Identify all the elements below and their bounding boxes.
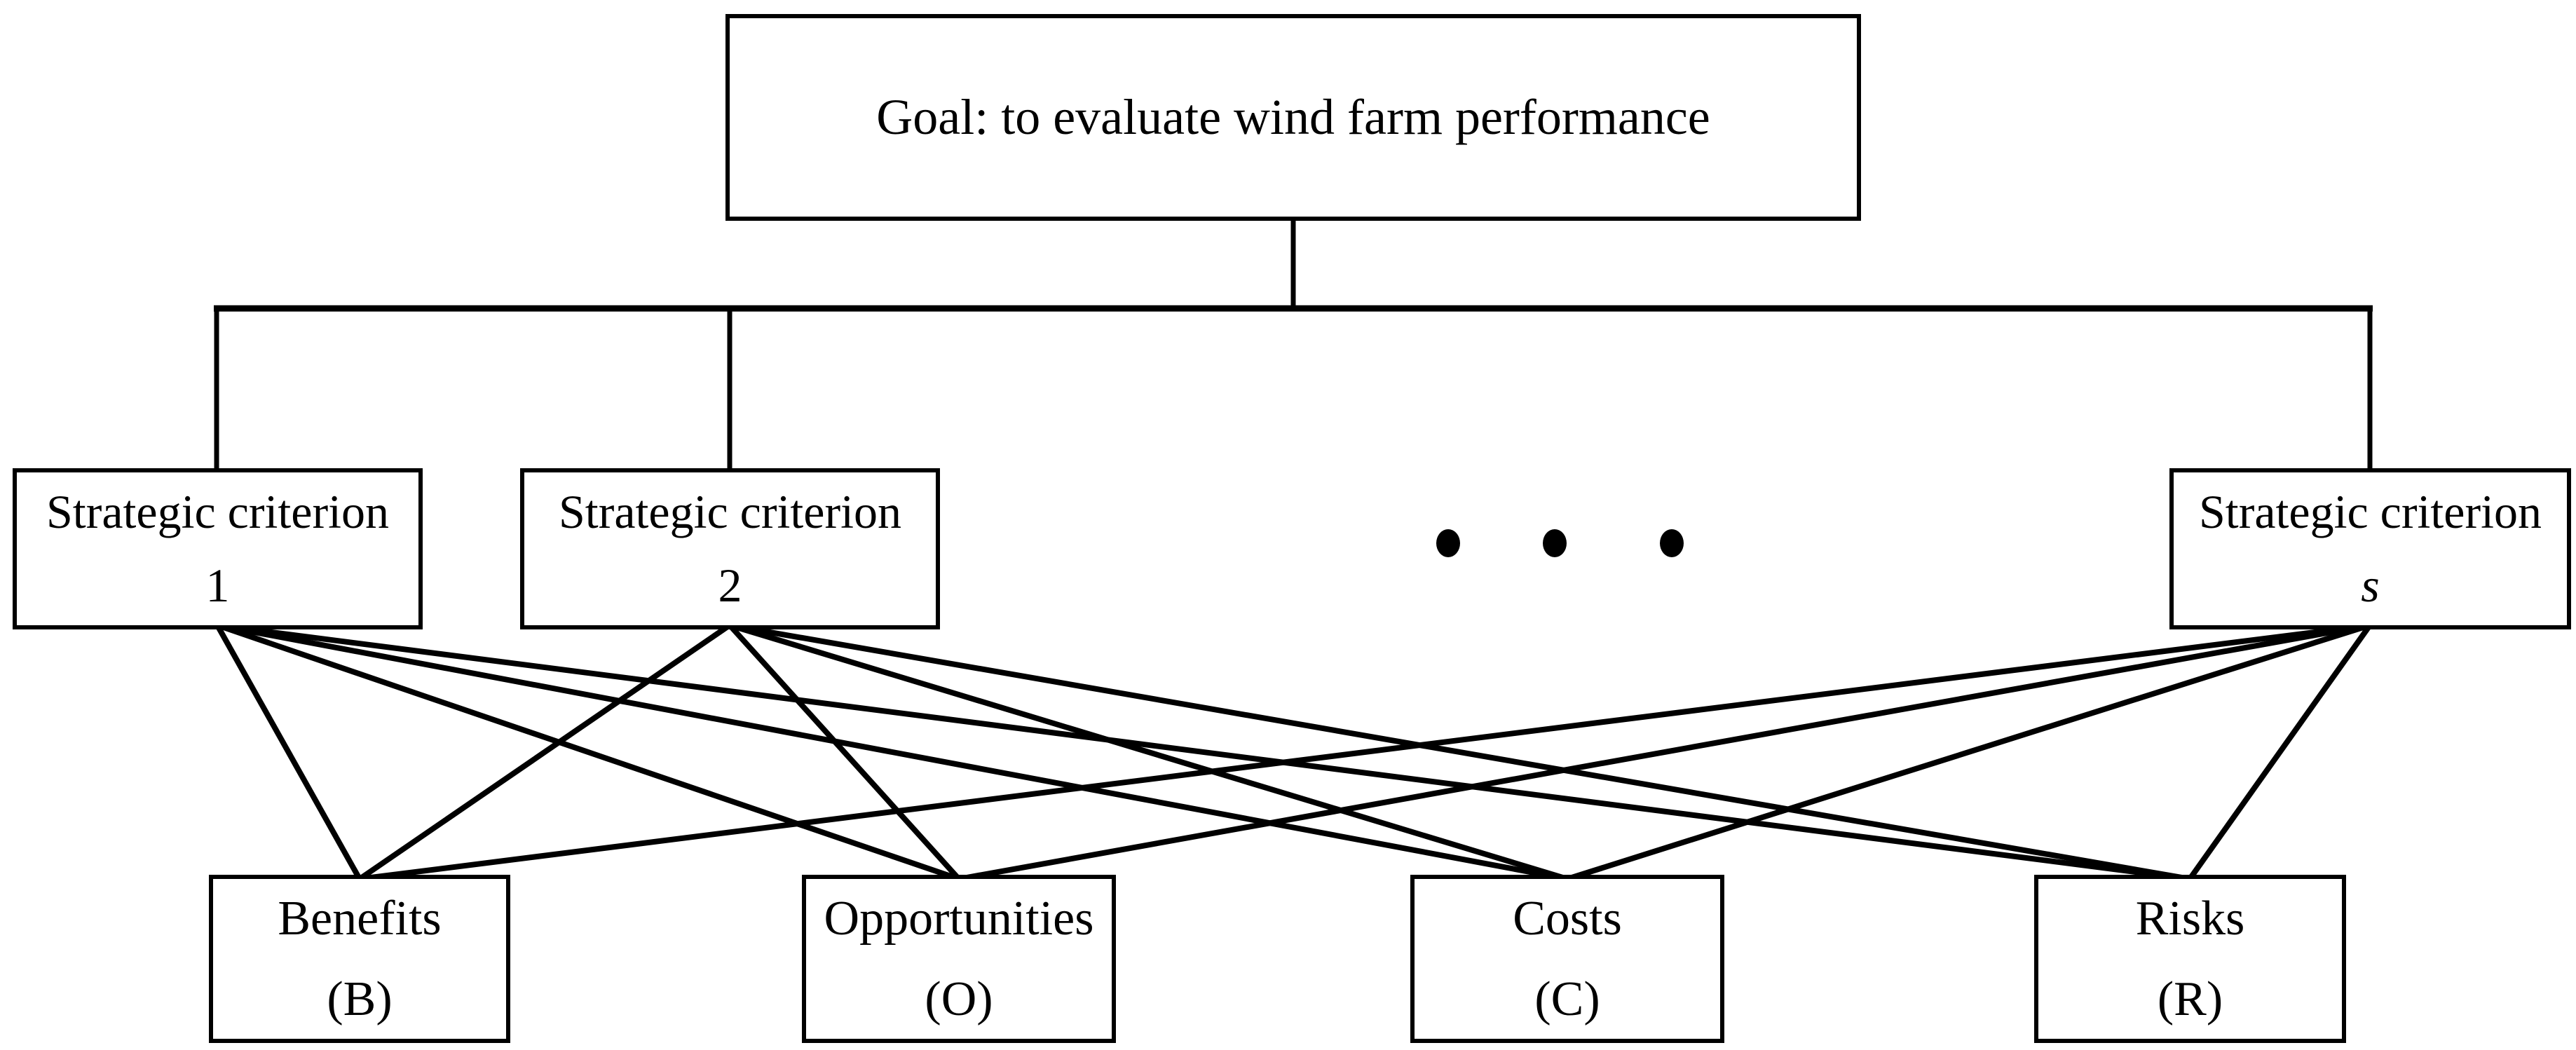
edge-line-cs-opportunities	[958, 622, 2371, 882]
benefits-abbr: (B)	[327, 972, 393, 1026]
benefits-label: Benefits	[278, 891, 442, 946]
ellipsis-dots	[1436, 529, 1684, 557]
opportunities-box: Opportunities (O)	[802, 875, 1116, 1043]
strategic-criterion-1-label: Strategic criterion	[46, 484, 389, 538]
risks-box: Risks (R)	[2034, 875, 2346, 1043]
costs-label: Costs	[1513, 891, 1622, 946]
goal-box: Goal: to evaluate wind farm performance	[725, 14, 1861, 221]
strategic-criterion-s-index: s	[2361, 559, 2380, 612]
edge-line-c1-benefits	[214, 624, 362, 880]
edge-line-c1-risks	[217, 622, 2190, 882]
edge-line-c1-opportunities	[216, 622, 960, 882]
strategic-criterion-1-box: Strategic criterion 1	[13, 468, 423, 629]
edge-line-cs-costs	[1566, 622, 2371, 882]
strategic-criterion-s-label: Strategic criterion	[2198, 484, 2542, 538]
strategic-criterion-2-label: Strategic criterion	[558, 484, 901, 538]
goal-connector	[214, 217, 2373, 473]
risks-label: Risks	[2135, 891, 2245, 946]
costs-abbr: (C)	[1534, 972, 1600, 1026]
edge-line-cs-risks	[2187, 623, 2373, 881]
benefits-box: Benefits (B)	[209, 875, 510, 1043]
criterion-s-fan-lines	[359, 622, 2373, 882]
strategic-criterion-s-box: Strategic criterion s	[2169, 468, 2571, 629]
edge-line-c2-risks	[729, 622, 2190, 882]
ellipsis-dot-1	[1436, 529, 1460, 557]
strategic-criterion-1-index: 1	[205, 559, 230, 612]
edge-line-cs-benefits	[359, 622, 2371, 882]
edge-line-c1-costs	[217, 622, 1568, 882]
costs-box: Costs (C)	[1410, 875, 1724, 1043]
opportunities-abbr: (O)	[925, 972, 993, 1026]
criterion-1-fan-lines	[214, 622, 2190, 882]
opportunities-label: Opportunities	[824, 891, 1094, 946]
edge-line-c2-opportunities	[728, 623, 961, 881]
edge-line-c2-costs	[728, 622, 1569, 882]
strategic-criterion-2-index: 2	[718, 559, 742, 612]
criterion-2-fan-lines	[357, 622, 2190, 882]
goal-label: Goal: to evaluate wind farm performance	[876, 88, 1710, 145]
strategic-criterion-2-box: Strategic criterion 2	[520, 468, 940, 629]
ellipsis-dot-3	[1660, 529, 1684, 557]
risks-abbr: (R)	[2157, 972, 2223, 1026]
edge-line-c2-benefits	[357, 622, 732, 882]
ellipsis-dot-2	[1543, 529, 1567, 557]
